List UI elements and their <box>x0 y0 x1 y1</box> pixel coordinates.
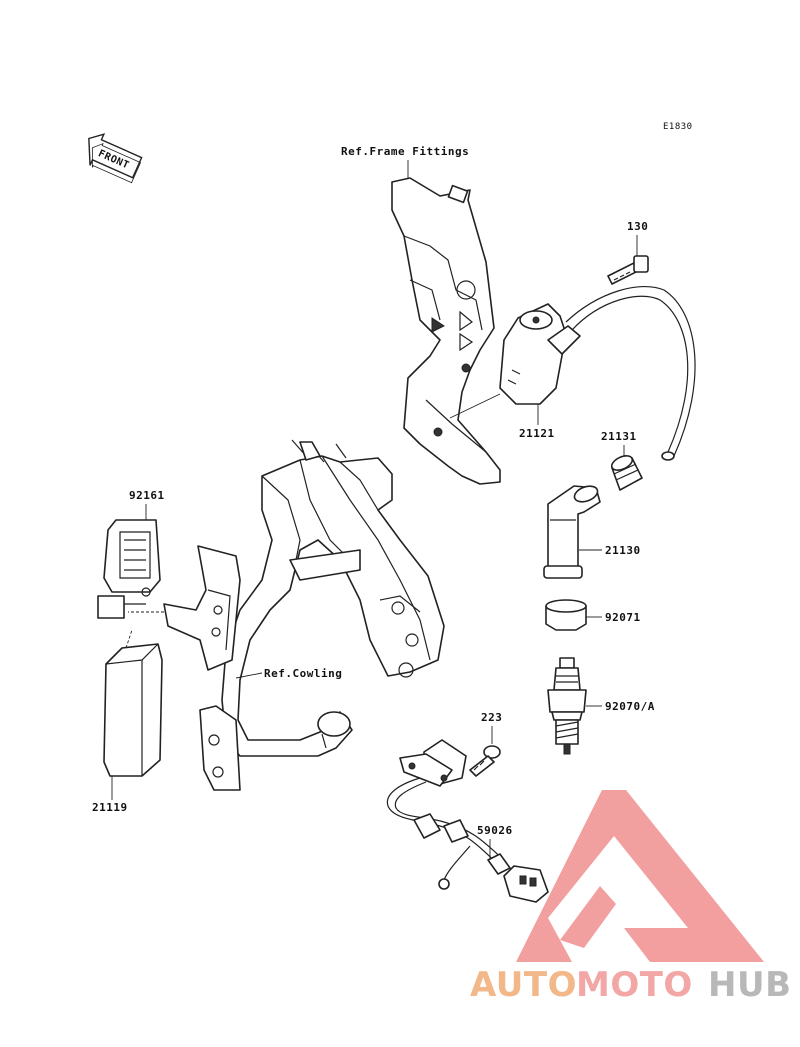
wire-harness <box>386 739 549 903</box>
clamp-bracket <box>128 545 241 671</box>
watermark-logo-icon <box>516 790 764 962</box>
bolt-130 <box>607 255 649 285</box>
screw-223-label: 223 <box>481 711 502 724</box>
cap-92071 <box>545 599 587 631</box>
watermark-text-hub: HUB <box>708 965 791 1005</box>
igniter-label: 21119 <box>92 801 128 814</box>
plug-cap <box>543 485 601 579</box>
ref-cowling-label: Ref.Cowling <box>264 667 342 680</box>
screw-223 <box>469 745 501 777</box>
igniter <box>103 629 163 777</box>
coil-bracket <box>391 177 501 485</box>
watermark-text-moto: MOTO <box>576 965 693 1005</box>
cap-92071-label: 92071 <box>605 611 641 624</box>
ignition-coil-label: 21121 <box>519 427 555 440</box>
cap-seal-label: 21131 <box>601 430 637 443</box>
holder-92161-label: 92161 <box>129 489 165 502</box>
holder-92161 <box>97 519 161 619</box>
spark-plug-label: 92070/A <box>605 700 655 713</box>
watermark-text-auto: AUTO <box>470 965 577 1005</box>
ignition-coil <box>499 286 696 461</box>
front-arrow-icon: FRONT <box>88 133 143 184</box>
cowling-bracket <box>199 439 445 791</box>
bolt-130-label: 130 <box>627 220 648 233</box>
cap-seal <box>610 455 643 491</box>
ref-frame-fittings-label: Ref.Frame Fittings <box>341 145 469 158</box>
diagram-code: E1830 <box>663 122 693 132</box>
plug-cap-label: 21130 <box>605 544 641 557</box>
wire-harness-label: 59026 <box>477 824 513 837</box>
spark-plug <box>547 657 587 755</box>
